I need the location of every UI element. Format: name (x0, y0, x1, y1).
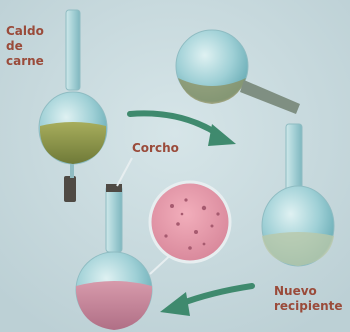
flask-base-stopper (64, 176, 76, 202)
label-nuevo-recipiente: Nuevo recipiente (274, 284, 350, 314)
label-nuevo-line1: Nuevo (274, 284, 350, 299)
label-nuevo-line2: recipiente (274, 299, 350, 314)
label-caldo-line3: carne (6, 54, 50, 69)
label-corcho: Corcho (132, 141, 179, 156)
label-caldo-line1: Caldo (6, 24, 50, 39)
label-caldo-line2: de (6, 39, 50, 54)
label-caldo-de-carne: Caldo de carne (6, 24, 50, 69)
cork (106, 184, 122, 192)
